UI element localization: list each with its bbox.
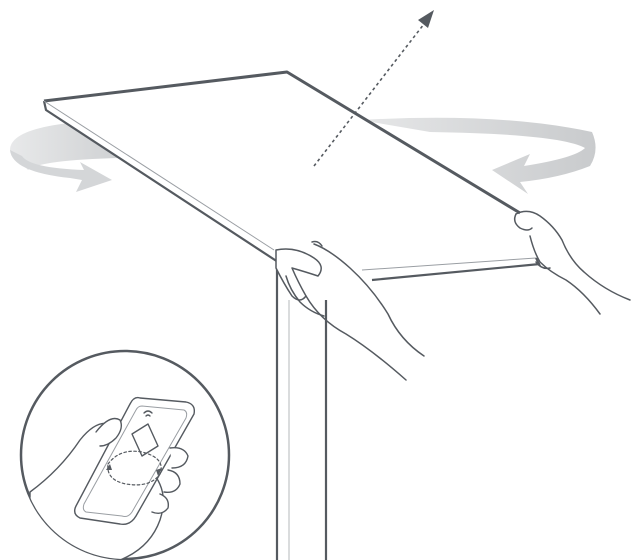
left-hand xyxy=(275,240,425,381)
desk-pole xyxy=(275,262,328,560)
phone-inset-circle xyxy=(19,349,231,560)
right-hand xyxy=(513,210,631,315)
wifi-icon xyxy=(143,410,153,417)
tabletop-panel xyxy=(42,70,541,282)
lift-direction-arrow-icon xyxy=(313,10,434,167)
phone-rotate-icon xyxy=(106,423,162,486)
smartphone xyxy=(73,396,196,526)
rotate-right-arrow-icon xyxy=(360,117,596,194)
